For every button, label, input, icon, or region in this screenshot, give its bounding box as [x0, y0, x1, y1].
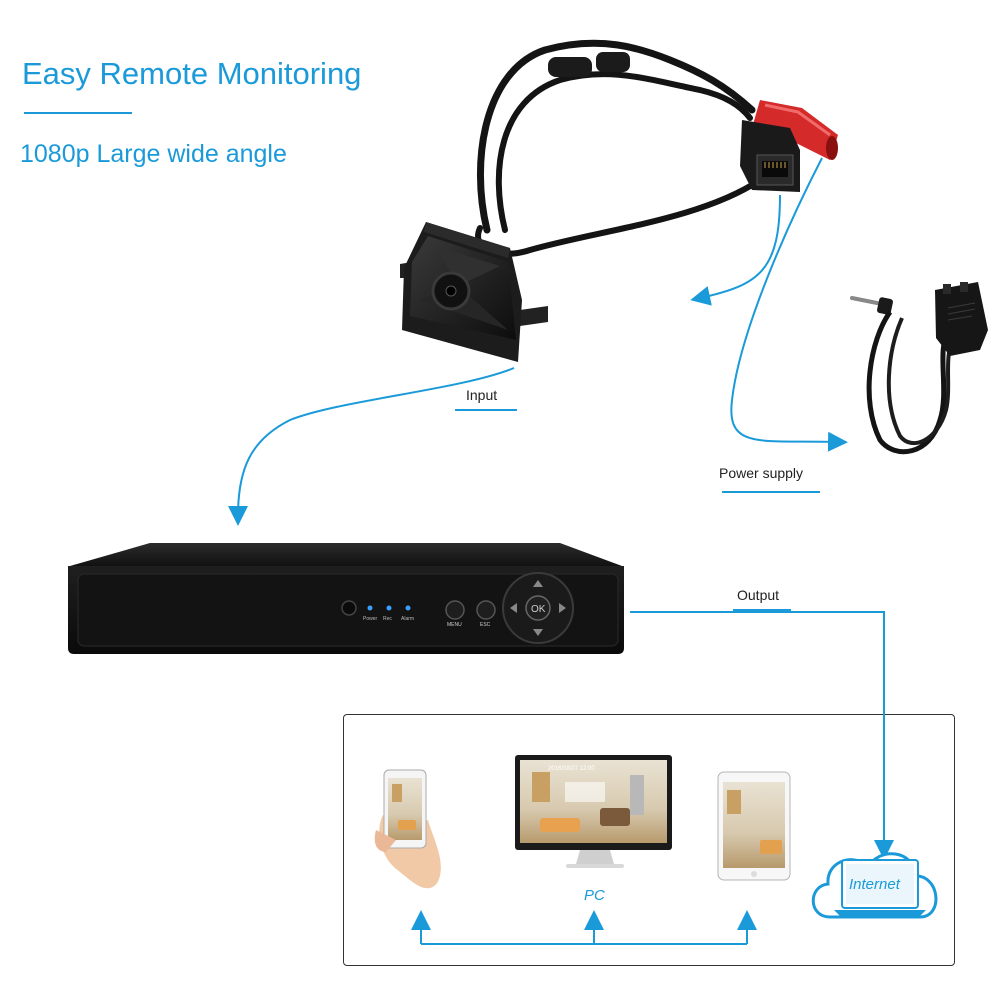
flow-arrows — [228, 157, 894, 860]
rec-led-icon — [386, 605, 392, 611]
power-supply-label: Power supply — [719, 465, 804, 481]
nvr-output-line — [630, 611, 894, 860]
output-label: Output — [737, 587, 780, 603]
tablet-icon — [717, 771, 791, 881]
input-label-underline — [455, 409, 517, 411]
ok-label: OK — [531, 604, 546, 615]
led-alarm-label: Alarm — [401, 616, 414, 622]
output-label-underline — [733, 609, 791, 611]
camera-to-nvr-arrow — [228, 367, 515, 526]
rj45-icon — [740, 120, 800, 192]
esc-button — [476, 600, 496, 620]
input-label: Input — [466, 387, 498, 403]
nvr-recorder: Power Rec Alarm MENU ESC OK — [68, 543, 624, 654]
nav-right-icon — [559, 603, 566, 613]
mini-pinhole-camera — [400, 222, 548, 362]
power-led-icon — [367, 605, 373, 611]
led-rec-label: Rec — [383, 616, 392, 622]
monitor-icon: 2016/08/07 12:00 — [515, 755, 672, 868]
nav-left-icon — [510, 603, 517, 613]
internet-label: Internet — [849, 876, 900, 893]
nav-up-icon — [533, 580, 543, 587]
power-supply-label-underline — [722, 491, 820, 493]
alarm-led-icon — [405, 605, 411, 611]
title-underline — [24, 112, 132, 114]
viewing-devices-panel — [343, 714, 955, 966]
menu-label: MENU — [447, 622, 462, 628]
laptop-icon — [834, 859, 926, 916]
monitor-timestamp: 2016/08/07 12:00 — [548, 766, 595, 772]
page-subtitle: 1080p Large wide angle — [20, 140, 287, 168]
nav-down-icon — [533, 629, 543, 636]
power-supply-arrow — [730, 157, 848, 452]
menu-button — [445, 600, 465, 620]
cloud-icon — [811, 852, 938, 919]
rj45-to-camera-arrow — [690, 194, 781, 306]
power-adapter-icon — [850, 282, 988, 455]
ok-button — [525, 595, 551, 621]
pc-label: PC — [584, 887, 605, 904]
camera-cable — [475, 39, 763, 257]
page-title: Easy Remote Monitoring — [22, 56, 362, 91]
led-power-label: Power — [363, 616, 378, 622]
distribution-arrows — [411, 910, 757, 945]
smartphone-icon — [374, 769, 441, 889]
dc-power-plug — [752, 100, 838, 160]
esc-label: ESC — [480, 622, 491, 628]
